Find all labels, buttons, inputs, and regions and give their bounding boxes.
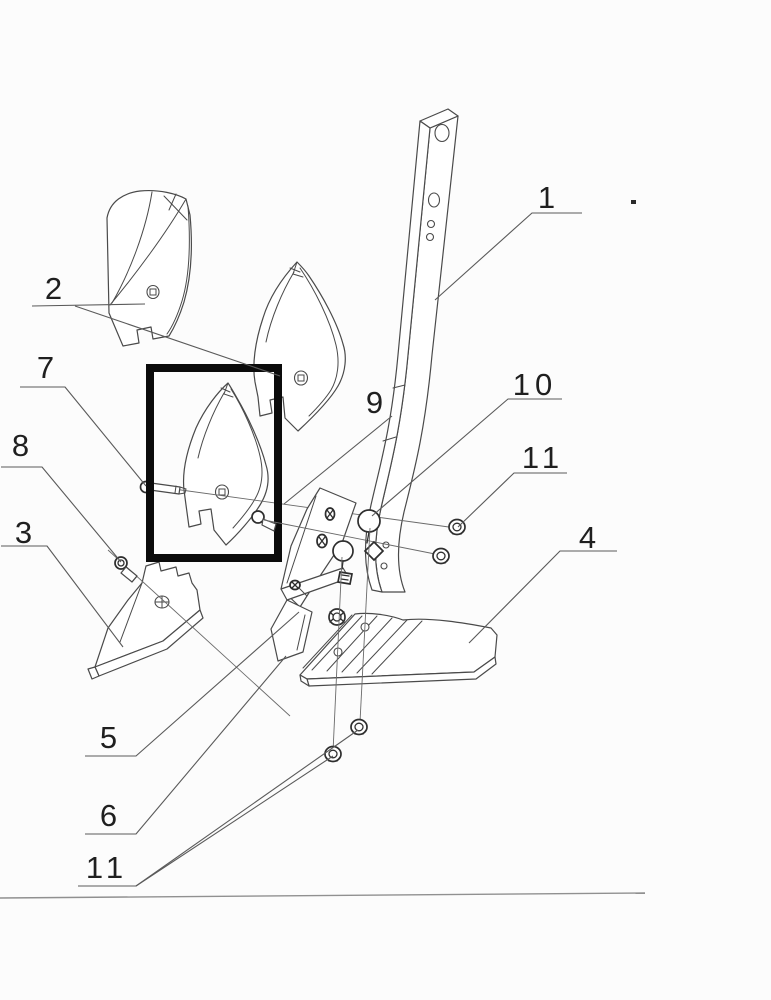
bolt-hardware-cluster	[251, 509, 441, 626]
callout-label-fastening-bolt: 9	[366, 385, 388, 420]
square-washer-diamond	[363, 540, 385, 562]
leader-line-nuts-lower	[135, 729, 359, 887]
callout-label-plow-bolt: 8	[12, 428, 34, 463]
bottom-rule	[0, 892, 646, 899]
point-middle	[253, 261, 346, 432]
shank-side-face	[364, 120, 431, 593]
nut-axis-2	[359, 527, 371, 723]
leader-line-fastening-bolt	[283, 415, 393, 505]
square-nut	[336, 571, 354, 585]
point-upper-left	[106, 189, 192, 347]
sweep-tip-face	[299, 674, 310, 687]
bolt-axis-lower-left	[107, 549, 291, 717]
leader-line-highlighted-point	[20, 386, 147, 487]
sweep-blade	[299, 612, 498, 687]
nut-axis-1	[332, 556, 343, 753]
callout-label-sweep-blade: 4	[579, 520, 601, 555]
bolt-9-shaft	[261, 518, 277, 532]
share-tip-face	[87, 666, 100, 680]
callout-label-clamp-heel: 6	[100, 798, 122, 833]
hex-nut-1	[448, 518, 466, 536]
bolt-shaft	[120, 566, 138, 583]
hex-nut-2	[432, 547, 450, 565]
leader-line-reversible-points	[74, 305, 281, 377]
shank-hole-mid	[427, 192, 441, 208]
leader-line-reversible-points	[31, 303, 146, 307]
callout-label-reversible-points: 2	[45, 271, 67, 306]
callout-label-shank: 1	[538, 180, 560, 215]
callout-label-frog-bracket: 5	[100, 720, 122, 755]
leader-line-clamp-heel	[85, 655, 287, 835]
callout-label-highlighted-point: 7	[37, 350, 59, 385]
highlight-box	[146, 364, 282, 562]
callouts-group: 1 2 7 8 3 9 10 11 4 5 6 11	[1, 180, 617, 887]
leader-line-shank	[434, 212, 582, 301]
shank-hole-small-2	[425, 232, 435, 242]
leader-line-round-head-bolt	[371, 398, 562, 517]
leader-line-frog-bracket	[85, 611, 300, 757]
shank-hole-large	[434, 123, 450, 143]
leader-line-nut-upper	[457, 472, 567, 528]
leader-line-plow-bolt	[1, 466, 122, 563]
shank-part	[364, 108, 459, 593]
plow-bolt-8	[114, 556, 138, 583]
callout-label-share-point: 3	[15, 515, 37, 550]
shank-hole-small-1	[426, 219, 436, 229]
callout-label-nut-upper: 11	[522, 440, 564, 475]
point-highlighted	[182, 382, 269, 546]
callout-label-round-head-bolt: 10	[513, 367, 557, 402]
point-hole	[293, 370, 309, 386]
bolt-head	[114, 556, 128, 570]
lock-nut-crown	[328, 608, 346, 626]
bolt-axis-mid	[263, 519, 441, 556]
clamp-heel	[270, 567, 350, 662]
shank-lower-hole-2	[380, 562, 388, 570]
stray-dot	[631, 200, 636, 204]
share-bottom-left	[87, 561, 204, 680]
hex-nut-3	[350, 718, 368, 736]
leader-line-share-point	[1, 545, 124, 648]
point-hole	[214, 484, 230, 500]
round-head-bolt-lower	[332, 540, 354, 562]
callout-label-nuts-lower: 11	[86, 850, 128, 885]
point-hole	[146, 284, 160, 300]
bolt-axis-upper	[151, 485, 457, 529]
round-head-bolt-10	[357, 509, 381, 533]
bolt-9-head	[251, 510, 265, 524]
leader-line-sweep-blade	[468, 550, 617, 644]
